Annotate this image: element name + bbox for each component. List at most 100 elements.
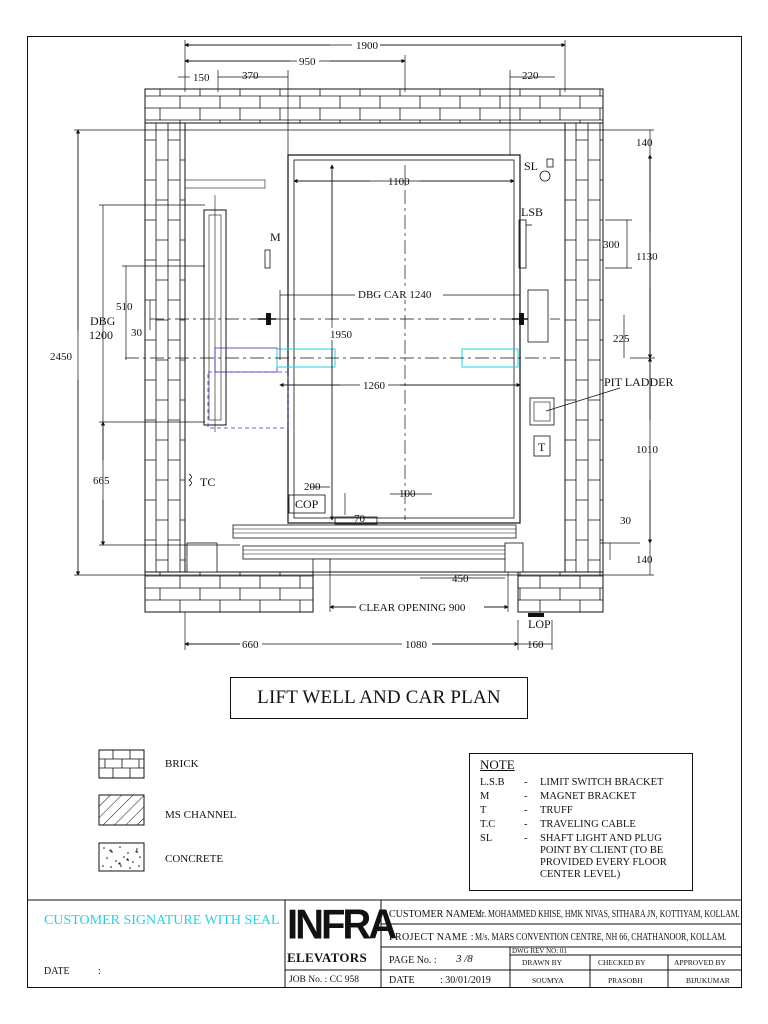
dim-clear-opening: CLEAR OPENING 900 (359, 602, 466, 614)
legend-concrete-label: CONCRETE (165, 853, 224, 865)
note-row: SL - SHAFT LIGHT AND PLUG POINT BY CLIENT … (480, 833, 690, 881)
dim-1010: 1010 (636, 444, 659, 456)
label-tc: TC (200, 475, 215, 489)
dim-dbg-car: DBG CAR 1240 (358, 289, 432, 301)
label-pit-ladder: PIT LADDER (604, 375, 673, 389)
door-sills (186, 524, 524, 573)
dim-150: 150 (193, 72, 210, 84)
limit-switch-bracket (518, 219, 532, 269)
label-t: T (538, 440, 546, 454)
checked-by-value: PRASOBH (608, 976, 643, 985)
centre-lines (125, 165, 560, 520)
dim-160: 160 (527, 639, 544, 651)
dim-950: 950 (299, 56, 316, 68)
dim-30-left: 30 (131, 327, 143, 339)
customer-name-value: Mr. MOHAMMED KHISE, HMK NIVAS, SITHARA J… (475, 909, 740, 920)
note-value: SHAFT LIGHT AND PLUG POINT BY CLIENT (TO… (540, 833, 667, 880)
label-lsb: LSB (521, 205, 543, 219)
dim-370: 370 (242, 70, 259, 82)
concrete-stipple-icon (98, 842, 145, 872)
dwg-rev-number: DWG REV NO: 01 (512, 947, 567, 955)
drawing-title: LIFT WELL AND CAR PLAN (230, 677, 528, 719)
dim-200: 200 (304, 481, 321, 493)
note-key: T (480, 805, 487, 816)
note-row: T-TRUFF (480, 805, 690, 817)
dim-220: 220 (522, 70, 539, 82)
magnet-bracket (264, 249, 271, 269)
drawn-by-value: SOUMYA (532, 976, 564, 985)
legend-brick-label: BRICK (165, 758, 199, 770)
drawn-by-label: DRAWN BY (522, 958, 563, 967)
shaft-light-icon (539, 158, 554, 182)
dim-1260: 1260 (363, 380, 386, 392)
customer-signature-label: CUSTOMER SIGNATURE WITH SEAL (44, 913, 280, 928)
note-sep: - (524, 791, 528, 802)
checked-by-label: CHECKED BY (598, 958, 646, 967)
date-label: DATE (44, 966, 70, 977)
legend-ms-channel-label: MS CHANNEL (165, 809, 237, 821)
car-rail-bracket-right (527, 289, 549, 343)
note-row: T.C-TRAVELING CABLE (480, 819, 690, 831)
dim-1080: 1080 (405, 639, 428, 651)
traveling-cable-icon (188, 473, 192, 487)
dim-2450: 2450 (50, 351, 73, 363)
project-name-value: M/s. MARS CONVENTION CENTRE, NH 66, CHAT… (475, 932, 727, 943)
label-cop: COP (295, 497, 319, 511)
date2-label: DATE (389, 975, 415, 986)
note-sep: - (524, 833, 528, 844)
label-sl: SL (524, 159, 538, 173)
dimension-texts: 1900 950 150 370 220 140 1100 300 1130 D… (50, 39, 659, 651)
project-name-label: PROJECT NAME : (389, 932, 474, 943)
dim-1130: 1130 (636, 251, 658, 263)
note-key: L.S.B (480, 777, 505, 788)
dim-1950: 1950 (330, 329, 353, 341)
label-dbg-value: 1200 (89, 328, 113, 342)
date-colon: : (98, 966, 101, 977)
note-sep: - (524, 819, 528, 830)
legend-swatches (98, 749, 145, 872)
sheet-frame (27, 36, 742, 988)
page-number-label: PAGE No. : (389, 955, 437, 966)
pit-ladder (529, 387, 621, 426)
page-number-value: 3 /8 (456, 953, 473, 965)
dim-1900: 1900 (356, 40, 379, 52)
approved-by-value: BIJUKUMAR (686, 976, 730, 985)
label-lop: LOP (528, 617, 551, 631)
note-key: SL (480, 833, 493, 844)
approved-by-label: APPROVED BY (674, 958, 726, 967)
dim-510: 510 (116, 301, 133, 313)
customer-name-label: CUSTOMER NAME : (389, 909, 481, 920)
dim-450: 450 (452, 573, 469, 585)
dim-140-top: 140 (636, 137, 653, 149)
counterweight-frame (184, 179, 289, 432)
label-m: M (270, 230, 281, 244)
brick-hatch-icon (98, 749, 145, 779)
dim-140-bottom: 140 (636, 554, 653, 566)
component-labels: SL LSB M DBG 1200 PIT LADDER T TC COP LO… (89, 159, 673, 631)
dim-30-right: 30 (620, 515, 632, 527)
note-row: M-MAGNET BRACKET (480, 791, 690, 803)
dim-100: 100 (399, 488, 416, 500)
dimension-arrows (75, 42, 653, 647)
brick-walls (144, 88, 604, 613)
note-title: NOTE (480, 757, 515, 772)
dim-665: 665 (93, 475, 110, 487)
note-value: LIMIT SWITCH BRACKET (540, 777, 664, 788)
truff-box (533, 435, 551, 457)
elevators-logo: ELEVATORS (287, 950, 368, 965)
note-row: L.S.B - LIMIT SWITCH BRACKET (480, 777, 690, 789)
note-sep: - (524, 777, 528, 788)
dim-660: 660 (242, 639, 259, 651)
note-value: TRUFF (540, 805, 573, 816)
cop-box (288, 494, 326, 514)
lop-marker (528, 613, 544, 617)
car-outline (287, 154, 521, 524)
dim-70: 70 (354, 513, 366, 525)
dim-225: 225 (613, 333, 630, 345)
dim-300: 300 (603, 239, 620, 251)
title-block-grid (27, 899, 742, 988)
note-key: M (480, 791, 490, 802)
date2-value: : 30/01/2019 (440, 975, 491, 986)
